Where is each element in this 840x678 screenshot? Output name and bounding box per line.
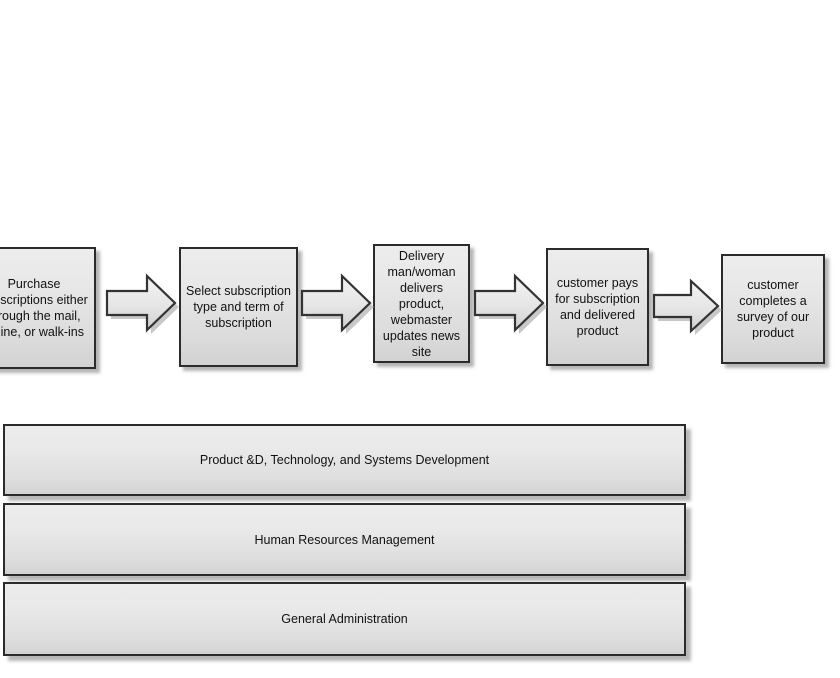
process-box-purchase-subscriptions[interactable]: Purchase subscriptions either through th… xyxy=(0,247,96,369)
support-bar-general-administration[interactable]: General Administration xyxy=(3,582,686,656)
right-arrow-icon xyxy=(105,273,179,334)
right-arrow-icon xyxy=(652,278,722,335)
connector-arrow-4 xyxy=(651,274,723,335)
process-box-select-subscription-type[interactable]: Select subscription type and term of sub… xyxy=(179,247,298,367)
process-box-customer-pays[interactable]: customer pays for subscription and deliv… xyxy=(546,248,649,366)
process-box-label: customer pays for subscription and deliv… xyxy=(555,276,640,338)
connector-arrow-1 xyxy=(104,268,180,334)
connector-arrow-3 xyxy=(472,268,548,334)
process-box-customer-survey[interactable]: customer completes a survey of our produ… xyxy=(721,254,825,364)
support-bar-label: Human Resources Management xyxy=(254,532,435,547)
support-bar-human-resources-management[interactable]: Human Resources Management xyxy=(3,503,686,576)
process-box-label: Delivery man/woman delivers product, web… xyxy=(382,248,461,359)
right-arrow-icon xyxy=(300,273,374,334)
support-bar-label: General Administration xyxy=(281,612,408,626)
connector-arrow-2 xyxy=(299,268,375,334)
right-arrow-icon xyxy=(473,273,547,334)
process-box-label: customer completes a survey of our produ… xyxy=(736,278,810,340)
support-bar-label: Product &D, Technology, and Systems Deve… xyxy=(199,453,490,467)
process-box-label: Select subscription type and term of sub… xyxy=(186,284,291,330)
support-bar-product-technology-systems[interactable]: Product &D, Technology, and Systems Deve… xyxy=(3,424,686,496)
process-box-label: Purchase subscriptions either through th… xyxy=(0,277,88,339)
process-box-delivery-and-webmaster[interactable]: Delivery man/woman delivers product, web… xyxy=(373,244,470,363)
